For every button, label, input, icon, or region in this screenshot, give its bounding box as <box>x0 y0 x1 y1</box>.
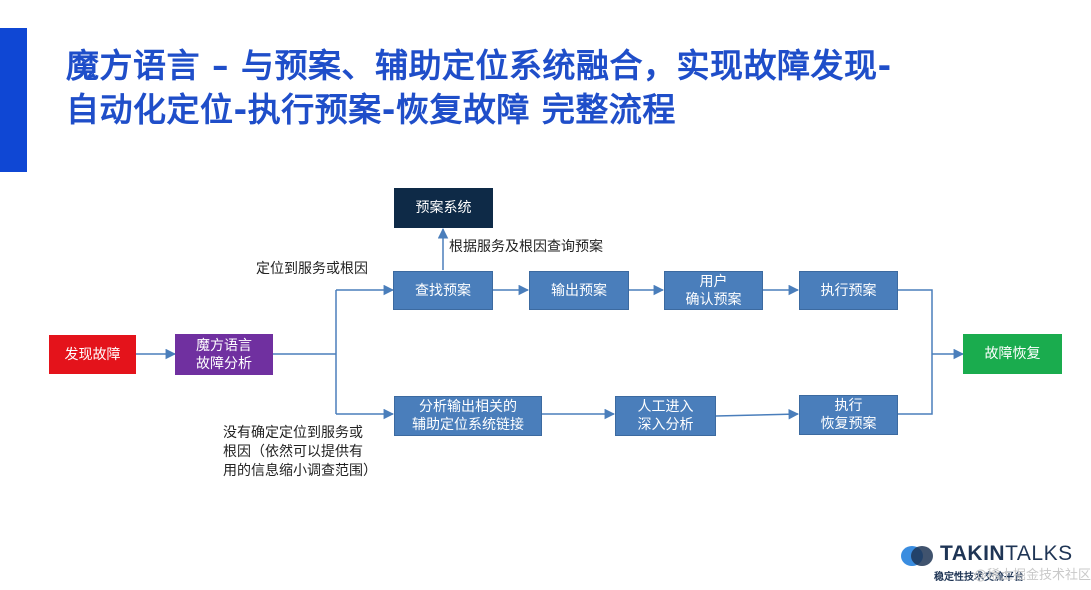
manual-analysis-box: 人工进入 深入分析 <box>615 396 716 436</box>
takintalks-wordmark: TAKINTALKS <box>940 542 1073 566</box>
user-confirm-plan-box: 用户 确认预案 <box>664 271 763 310</box>
line-execute-recover-to-merge <box>898 354 933 415</box>
analyze-links-box: 分析输出相关的 辅助定位系统链接 <box>394 396 542 436</box>
discover-fault-box: 发现故障 <box>49 335 136 374</box>
fault-recovered-box: 故障恢复 <box>963 334 1062 374</box>
mofang-analysis-box: 魔方语言 故障分析 <box>175 334 273 375</box>
page-title-line-1: 魔方语言 – 与预案、辅助定位系统融合，实现故障发现- <box>66 46 892 85</box>
logo-brand-bold: TAKIN <box>940 542 1006 565</box>
watermark: @稀土掘金技术社区 <box>974 568 1091 583</box>
page-title: 魔方语言 – 与预案、辅助定位系统融合，实现故障发现- 自动化定位-执行预案-恢… <box>66 44 1076 132</box>
not-located-label: 没有确定定位到服务或 根因（依然可以提供有 用的信息缩小调查范围） <box>223 425 377 479</box>
title-accent-bar <box>0 28 27 172</box>
plan-system-box: 预案系统 <box>394 188 493 228</box>
takintalks-logo: TAKINTALKS 稳定性技术交流平台 <box>900 540 1090 584</box>
logo-subtitle: 稳定性技术交流平台 <box>934 572 1024 583</box>
located-label: 定位到服务或根因 <box>256 261 368 277</box>
line-execute-plan-to-merge <box>898 289 933 354</box>
query-plan-label: 根据服务及根因查询预案 <box>449 239 603 255</box>
execute-plan-box: 执行预案 <box>799 271 898 310</box>
execute-recovery-plan-box: 执行 恢复预案 <box>799 395 898 435</box>
output-plan-box: 输出预案 <box>529 271 629 310</box>
page-title-line-2: 自动化定位-执行预案-恢复故障 完整流程 <box>66 90 676 129</box>
find-plan-box: 查找预案 <box>393 271 493 310</box>
logo-brand-light: TALKS <box>1005 542 1073 565</box>
takintalks-logo-icon <box>901 546 933 566</box>
arrow-manual-to-execute-recover <box>715 408 800 420</box>
